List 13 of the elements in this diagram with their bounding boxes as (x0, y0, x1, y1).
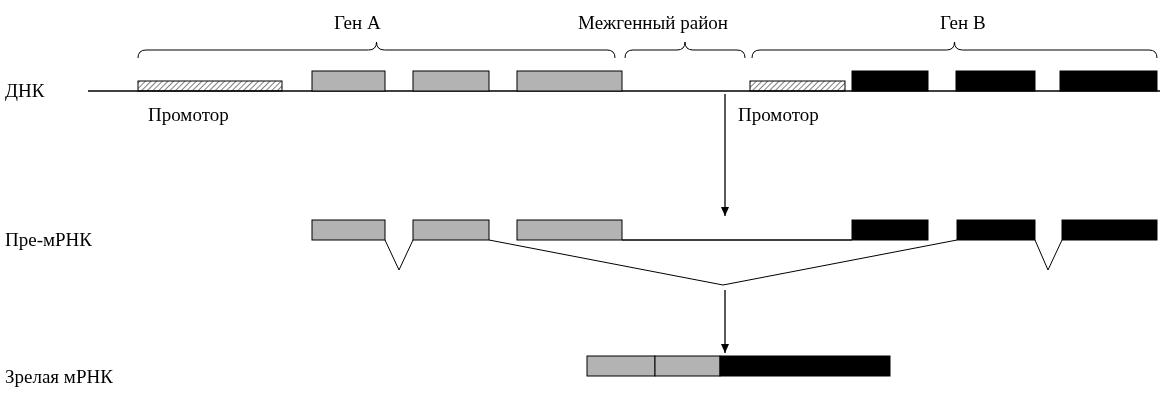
region-label: Межгенный район (578, 12, 728, 34)
promoter-label: Промотор (148, 104, 229, 126)
mature-mrna-drawing (587, 355, 891, 377)
gene-label: Ген B (940, 12, 986, 34)
arrow (721, 93, 729, 217)
row-label: Зрелая мРНК (5, 366, 113, 388)
arrow (721, 289, 729, 354)
promoter-label: Промотор (738, 104, 819, 126)
row-label: Пре-мРНК (5, 229, 92, 251)
dna-strand-drawing (88, 70, 1160, 92)
row-label: ДНК (5, 80, 45, 102)
pre-mrna-drawing (312, 218, 1158, 288)
gene-label: Ген A (334, 12, 381, 34)
